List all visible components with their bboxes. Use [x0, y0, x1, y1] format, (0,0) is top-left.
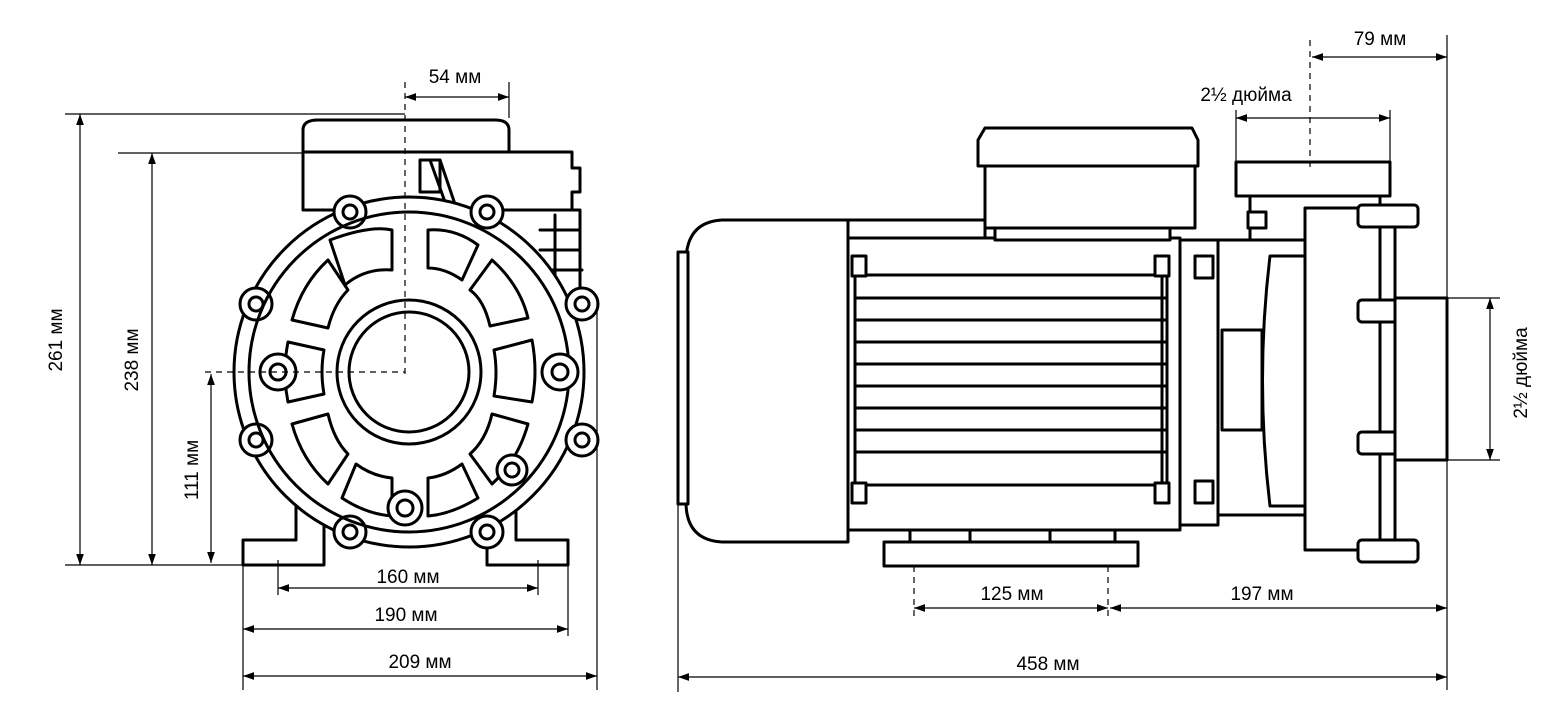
side-cooling-fins	[853, 273, 1169, 487]
side-motor-endcap	[684, 218, 850, 544]
side-view	[676, 126, 1449, 568]
front-bolt-ears	[238, 194, 600, 550]
front-bottom-bolt	[386, 489, 424, 527]
front-right-bolt	[540, 352, 580, 392]
dim-label-79: 79 мм	[1354, 29, 1407, 50]
dim-label-inlet: 2½ дюйма	[1511, 327, 1532, 419]
front-side-ribs	[518, 208, 584, 302]
side-base-plate	[882, 540, 1140, 568]
side-dimensions: 79 мм 2½ дюйма 2½ дюйма 125 мм 197 мм 45…	[677, 29, 1532, 692]
dim-label-160: 160 мм	[376, 567, 439, 588]
dim-label-458: 458 мм	[1016, 654, 1079, 675]
dim-label-54: 54 мм	[429, 67, 482, 88]
side-endcap-rim	[676, 250, 690, 506]
dim-label-261: 261 мм	[46, 308, 67, 371]
side-inlet-pipe	[1393, 296, 1449, 462]
side-motor-body	[846, 236, 1182, 532]
dim-label-outlet: 2½ дюйма	[1200, 85, 1292, 106]
side-terminal-box	[983, 164, 1197, 230]
dim-label-238: 238 мм	[122, 328, 143, 391]
dim-label-209: 209 мм	[388, 652, 451, 673]
dim-label-125: 125 мм	[980, 584, 1043, 605]
dim-label-190: 190 мм	[374, 605, 437, 626]
front-dimensions: 54 мм 261 мм 238 мм 111 мм 160 мм 190 мм…	[46, 67, 598, 690]
dim-label-197: 197 мм	[1230, 584, 1293, 605]
front-view	[205, 82, 600, 567]
side-coupling	[1178, 238, 1220, 527]
front-terminal-box	[301, 118, 511, 154]
front-hub-outer	[335, 298, 483, 446]
dim-label-111: 111 мм	[182, 440, 203, 500]
side-terminal-lid	[976, 126, 1200, 168]
side-outlet-fitting	[1234, 160, 1392, 198]
